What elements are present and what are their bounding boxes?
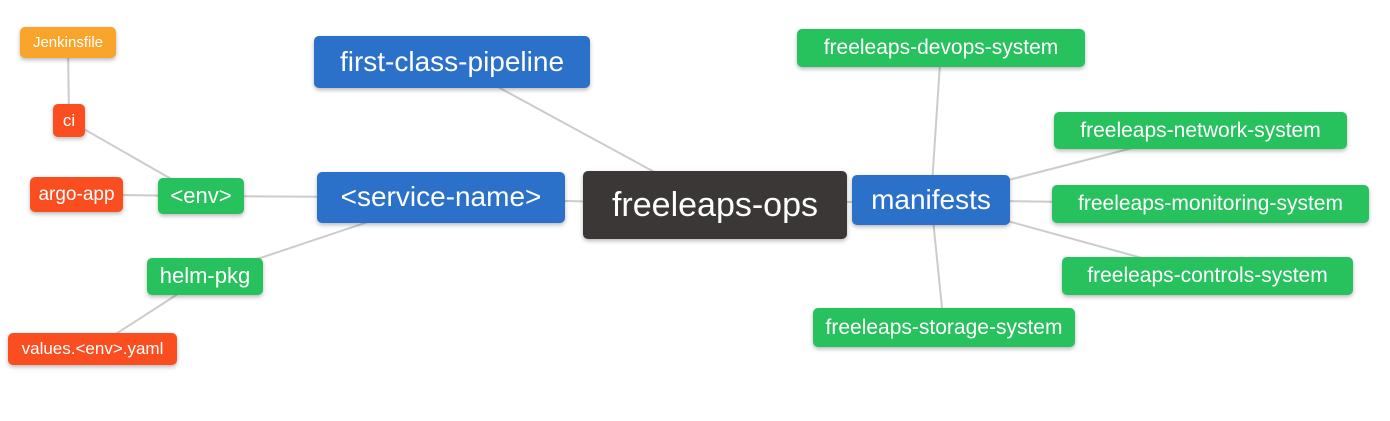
- node-freeleaps-network-system[interactable]: freeleaps-network-system: [1054, 112, 1347, 149]
- node-label: freeleaps-devops-system: [823, 36, 1059, 59]
- node-label: freeleaps-storage-system: [825, 315, 1063, 339]
- node-label: freeleaps-ops: [611, 185, 818, 224]
- node-values-env-yaml[interactable]: values.<env>.yaml: [8, 333, 177, 365]
- node-label: freeleaps-monitoring-system: [1078, 192, 1343, 215]
- node-helm-pkg[interactable]: helm-pkg: [147, 258, 263, 295]
- node-manifests[interactable]: manifests: [852, 175, 1010, 225]
- node-jenkinsfile[interactable]: Jenkinsfile: [20, 27, 116, 58]
- node-freeleaps-devops-system[interactable]: freeleaps-devops-system: [797, 29, 1085, 67]
- node-freeleaps-ops[interactable]: freeleaps-ops: [583, 171, 847, 239]
- node-label: manifests: [871, 183, 991, 215]
- node-label: first-class-pipeline: [339, 45, 565, 77]
- node-label: freeleaps-controls-system: [1087, 264, 1328, 287]
- node-label: <env>: [170, 182, 232, 208]
- node-label: <service-name>: [340, 181, 542, 212]
- node-freeleaps-monitoring-system[interactable]: freeleaps-monitoring-system: [1052, 185, 1369, 223]
- edge-manifests--freeleaps-devops-system: [930, 47, 942, 201]
- node-label: values.<env>.yaml: [21, 339, 164, 358]
- node-freeleaps-storage-system[interactable]: freeleaps-storage-system: [813, 308, 1075, 347]
- node-label: freeleaps-network-system: [1080, 118, 1321, 142]
- node-label: ci: [62, 110, 76, 130]
- node-first-class-pipeline[interactable]: first-class-pipeline: [314, 36, 590, 88]
- node-label: Jenkinsfile: [32, 33, 104, 51]
- node-service-name[interactable]: <service-name>: [317, 172, 565, 223]
- node-ci[interactable]: ci: [53, 104, 85, 137]
- node-label: helm-pkg: [159, 263, 251, 288]
- node-freeleaps-controls-system[interactable]: freeleaps-controls-system: [1062, 257, 1353, 295]
- node-label: argo-app: [38, 183, 115, 205]
- node-argo-app[interactable]: argo-app: [30, 177, 123, 212]
- node-env[interactable]: <env>: [158, 178, 244, 214]
